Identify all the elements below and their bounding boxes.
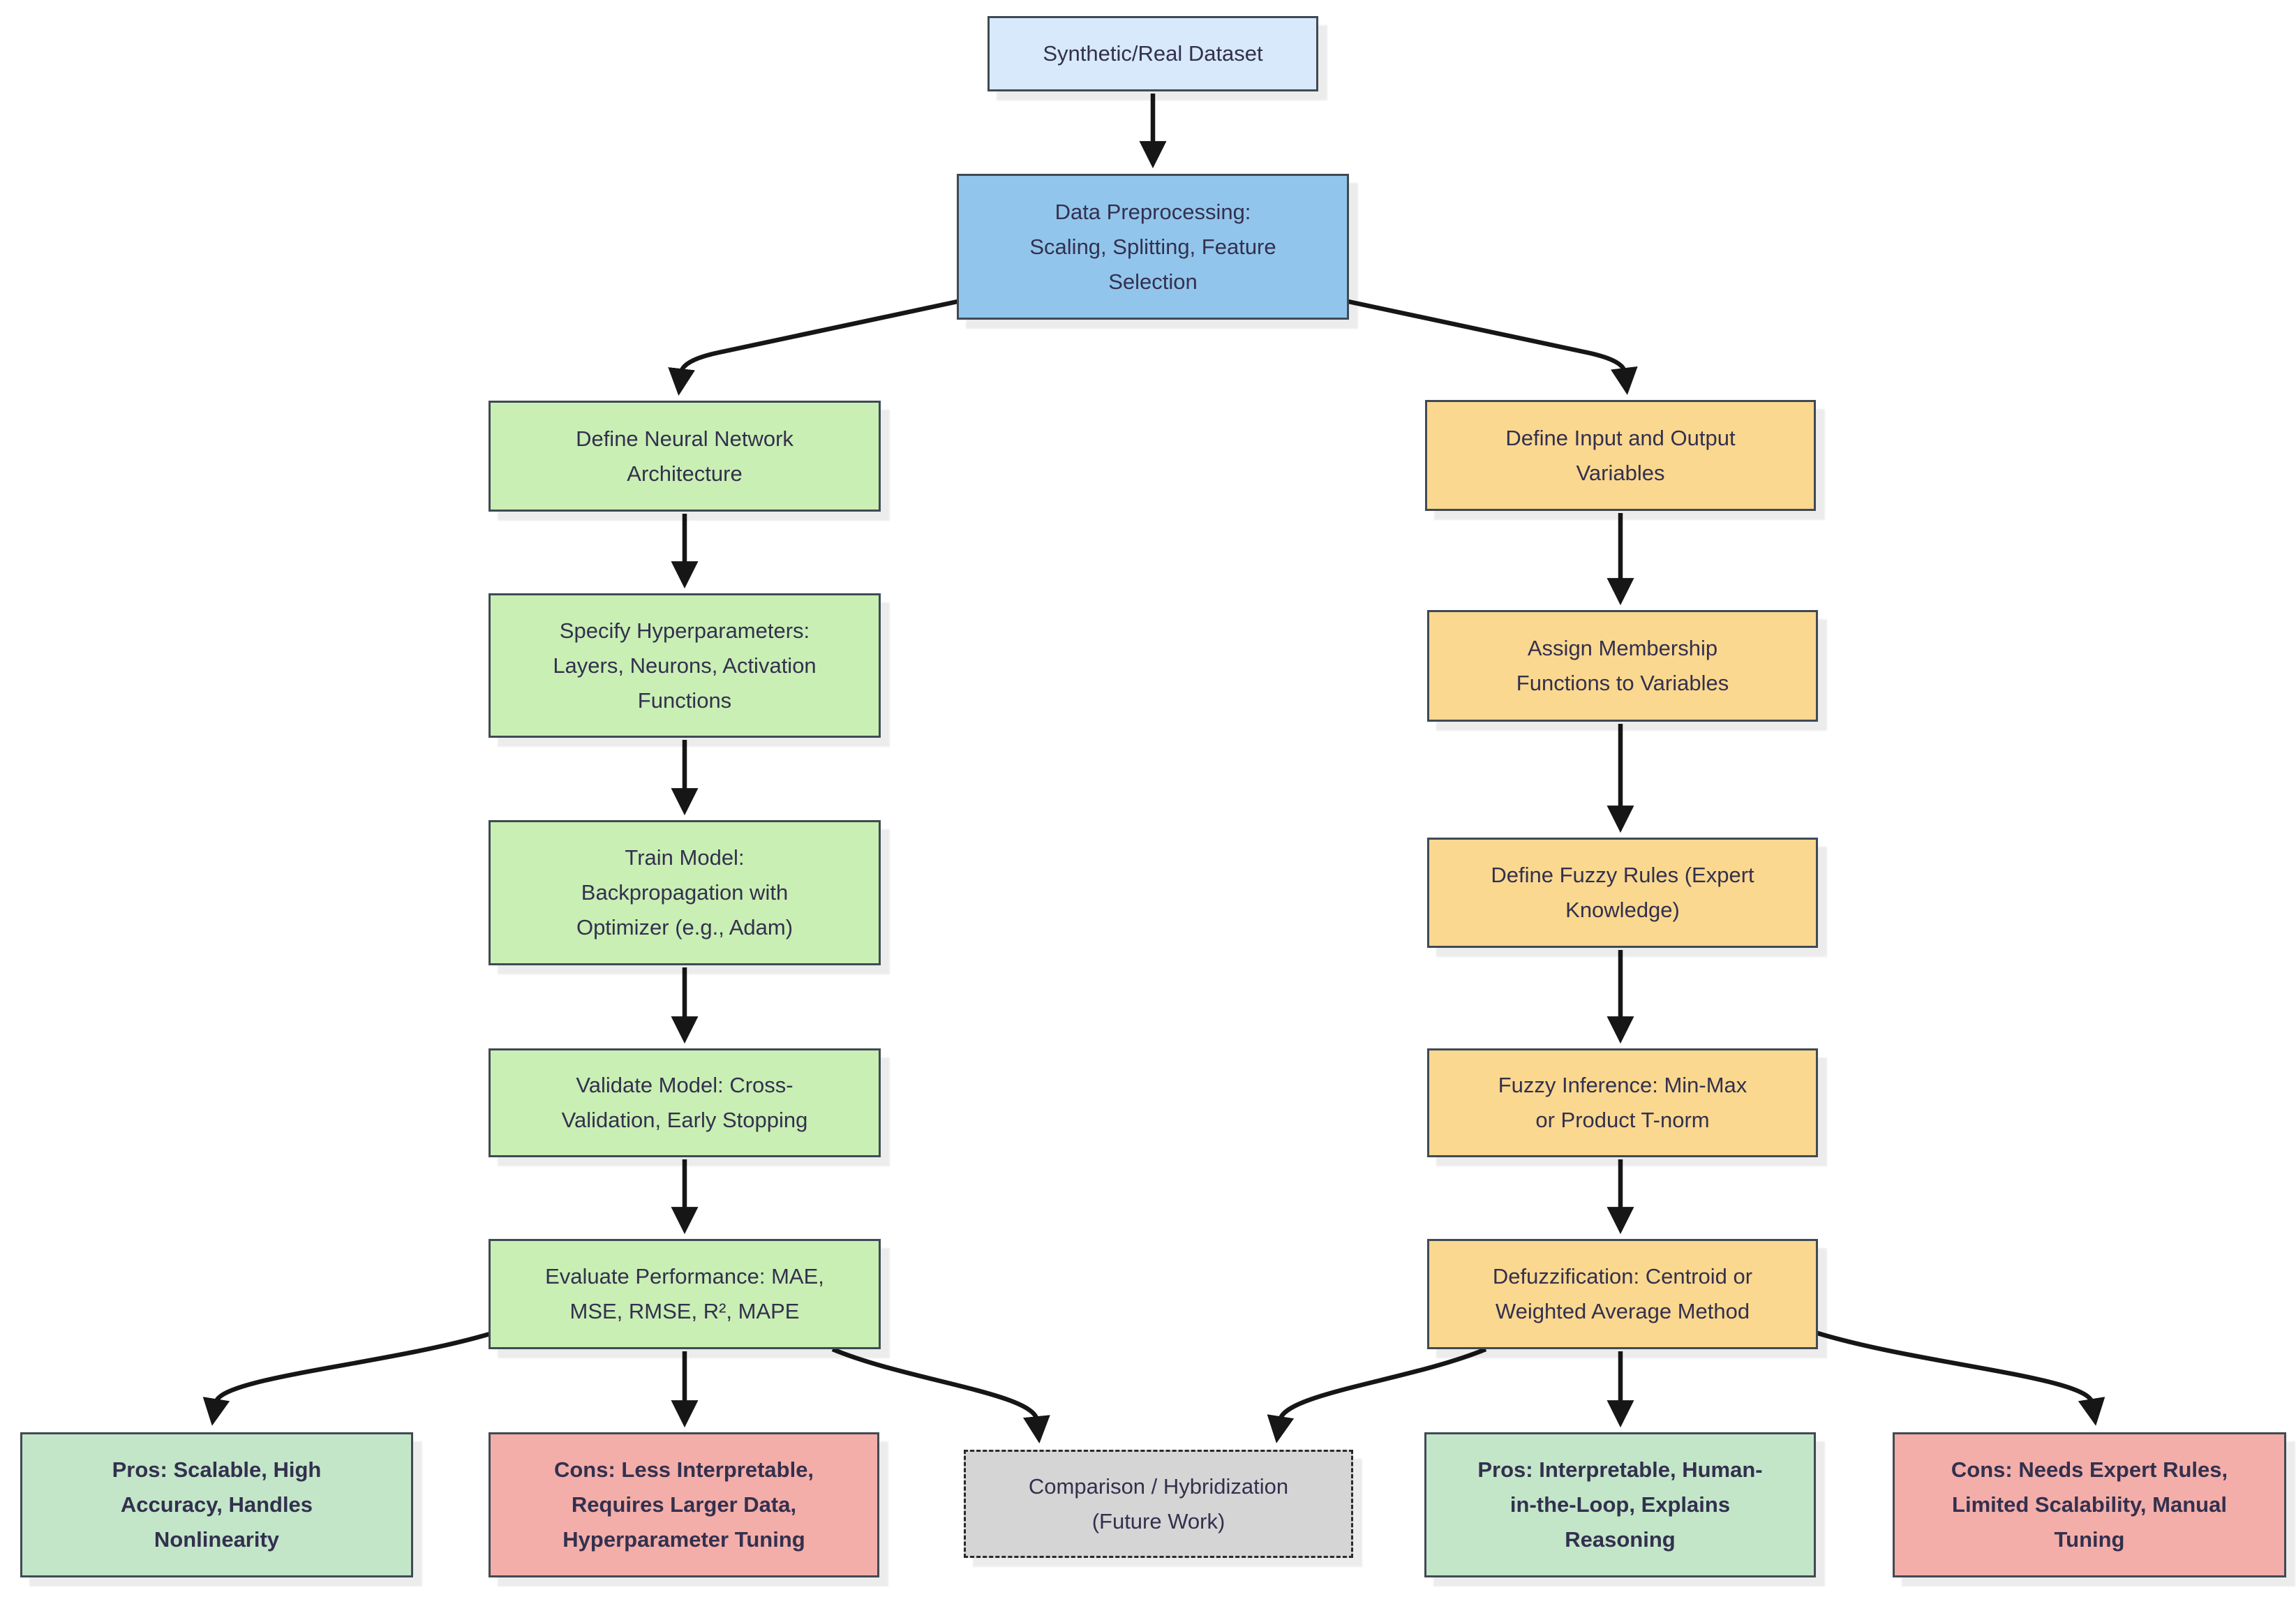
- edge-preprocess-nn-arch: [668, 299, 958, 396]
- node-fuzzy-cons: Cons: Needs Expert Rules, Limited Scalab…: [1893, 1432, 2286, 1577]
- node-data-preprocessing: Data Preprocessing: Scaling, Splitting, …: [957, 174, 1349, 320]
- edge-preprocess-fz-vars: [1348, 299, 1638, 395]
- node-fuzzy-pros: Pros: Interpretable, Human- in-the-Loop,…: [1424, 1432, 1816, 1577]
- node-nn-evaluate: Evaluate Performance: MAE, MSE, RMSE, R²…: [489, 1239, 881, 1349]
- node-fuzzy-variables: Define Input and Output Variables: [1425, 400, 1816, 511]
- node-nn-architecture: Define Neural Network Architecture: [489, 401, 881, 512]
- node-nn-hyperparameters: Specify Hyperparameters: Layers, Neurons…: [489, 593, 881, 738]
- node-fuzzy-inference: Fuzzy Inference: Min-Max or Product T-no…: [1427, 1048, 1818, 1157]
- edge-nn-evaluate-compare: [831, 1347, 1050, 1443]
- node-nn-pros: Pros: Scalable, High Accuracy, Handles N…: [20, 1432, 413, 1577]
- node-dataset: Synthetic/Real Dataset: [987, 16, 1318, 91]
- node-comparison-hybridization: Comparison / Hybridization (Future Work): [964, 1450, 1353, 1558]
- node-nn-validate: Validate Model: Cross- Validation, Early…: [489, 1048, 881, 1157]
- edge-nn-evaluate-pros: [202, 1329, 498, 1426]
- edge-fz-defuzz-compare: [1267, 1346, 1487, 1443]
- node-nn-cons: Cons: Less Interpretable, Requires Large…: [489, 1432, 879, 1577]
- node-nn-train: Train Model: Backpropagation with Optimi…: [489, 820, 881, 965]
- node-fuzzy-membership: Assign Membership Functions to Variables: [1427, 610, 1818, 722]
- node-fuzzy-defuzzification: Defuzzification: Centroid or Weighted Av…: [1427, 1239, 1818, 1349]
- node-fuzzy-rules: Define Fuzzy Rules (Expert Knowledge): [1427, 838, 1818, 948]
- edge-fz-defuzz-cons: [1812, 1329, 2105, 1426]
